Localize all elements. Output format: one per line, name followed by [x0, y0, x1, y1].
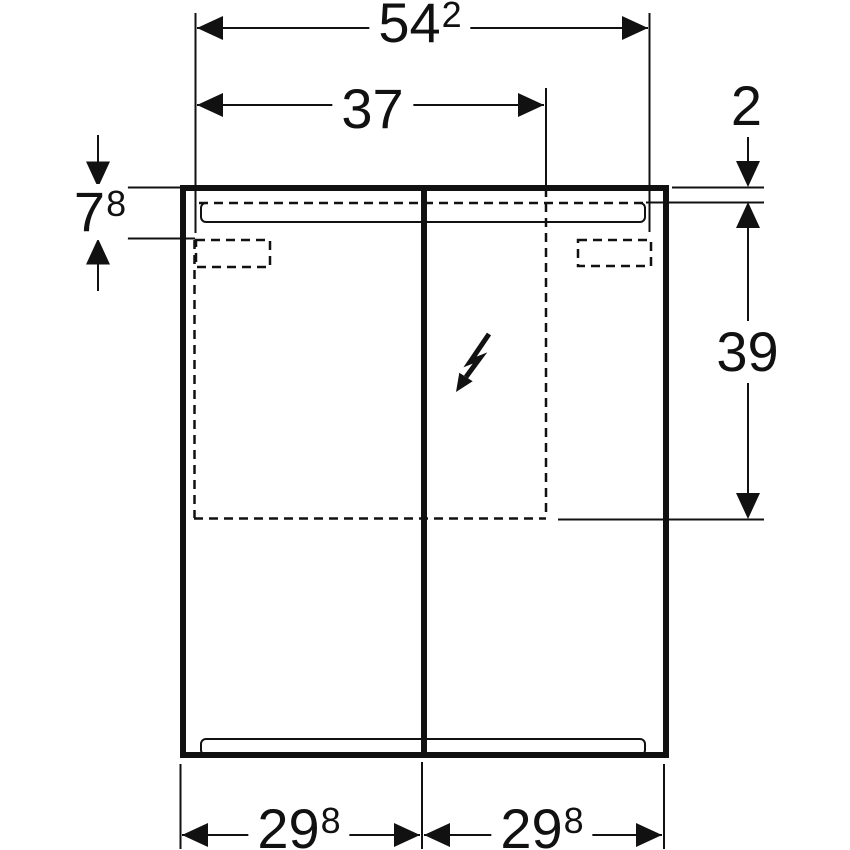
arrow-down-right-height	[736, 493, 760, 519]
lightning-bolt-zigzag	[463, 332, 492, 379]
dim-superscript: 8	[320, 799, 341, 841]
dim-value: 2	[730, 74, 763, 137]
arrow-left-top-width	[197, 16, 223, 40]
lightning-bolt-arrowhead	[456, 372, 473, 392]
arrow-right-bottom-left	[394, 823, 420, 847]
dim-label-right-height: 39	[707, 320, 789, 383]
dim-value: 37	[341, 77, 404, 140]
arrow-right-light-width	[518, 93, 544, 117]
dim-label-light-width: 37	[332, 77, 414, 140]
dim-value: 7	[73, 180, 106, 243]
arrow-right-bottom-right	[636, 823, 662, 847]
lightning-bolt-icon	[456, 332, 492, 392]
arrow-left-light-width	[197, 93, 223, 117]
dim-label-bottom-left: 298	[248, 797, 350, 850]
dim-value: 54	[378, 0, 441, 54]
arrow-up-right-height	[736, 202, 760, 228]
arrow-left-bottom-right	[424, 823, 450, 847]
dim-label-left-small: 78	[71, 182, 129, 240]
dim-value: 39	[716, 320, 779, 383]
dim-label-bottom-right: 298	[491, 797, 593, 850]
dim-label-top-width: 542	[369, 0, 471, 54]
arrow-up-left-small	[86, 238, 110, 265]
dim-superscript: 2	[441, 0, 462, 35]
dim-superscript: 8	[106, 182, 127, 224]
arrow-left-bottom-left	[182, 823, 208, 847]
dim-value: 29	[257, 797, 320, 850]
dashed-box-right	[576, 238, 653, 268]
arrow-right-top-width	[622, 16, 648, 40]
dim-value: 29	[500, 797, 563, 850]
dashed-box-left	[194, 238, 272, 269]
dim-superscript: 8	[563, 799, 584, 841]
dim-label-right-small: 2	[726, 78, 768, 134]
arrow-down-left-small	[86, 161, 110, 188]
arrow-down-right-small	[736, 161, 760, 187]
